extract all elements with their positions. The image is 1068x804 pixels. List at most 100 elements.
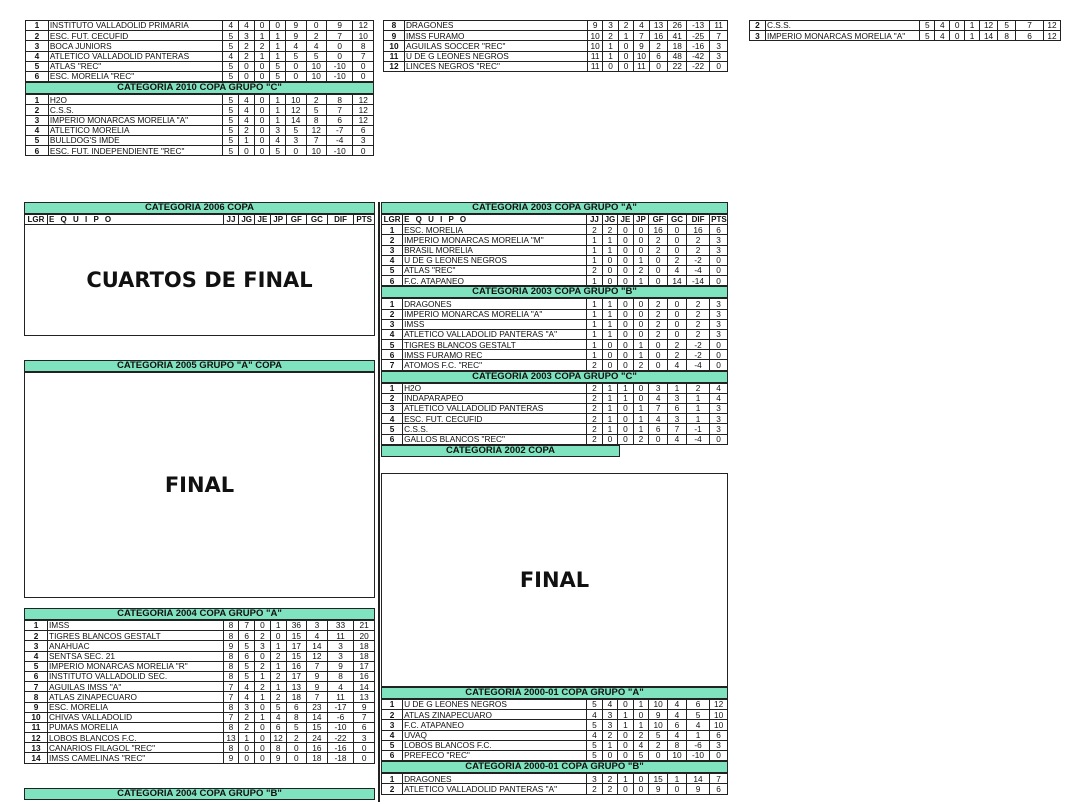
played-cell: 2 (586, 359, 603, 371)
points-cell: 3 (709, 413, 728, 425)
won-cell: 5 (238, 670, 256, 683)
position-cell: 6 (25, 70, 49, 83)
won-cell: 1 (601, 382, 619, 394)
lost-cell: 1 (632, 413, 650, 425)
goal-diff-cell: -10 (685, 749, 711, 762)
goals-against-cell: 12 (305, 124, 327, 136)
goal-diff-cell: -10 (326, 721, 355, 734)
goals-against-cell: 0 (667, 244, 687, 256)
drawn-cell: 0 (949, 19, 966, 32)
played-cell: 1 (586, 254, 603, 266)
team-cell: ATLAS "REC" (47, 60, 224, 72)
played-cell: 1 (586, 349, 603, 361)
won-cell: 5 (238, 660, 256, 672)
goal-diff-cell: 2 (685, 298, 711, 310)
played-cell: 9 (222, 640, 240, 652)
goals-against-cell: 15 (306, 721, 328, 734)
position-cell: 2 (380, 783, 404, 795)
column-header-jg: JG (601, 213, 619, 226)
goals-against-cell: 1 (667, 773, 687, 785)
points-cell: 16 (353, 670, 375, 683)
drawn-cell: 0 (254, 650, 271, 662)
team-cell: U DE G LEONES NEGROS (402, 698, 588, 711)
goals-against-cell: 0 (667, 224, 687, 236)
goals-against-cell: 9 (306, 681, 328, 693)
team-cell: IMSS FURAMO REC (402, 349, 588, 361)
won-cell: 3 (238, 701, 256, 713)
drawn-cell: 0 (617, 349, 634, 361)
won-cell: 1 (602, 40, 619, 52)
points-cell: 11 (709, 19, 728, 32)
won-cell: 0 (601, 749, 619, 762)
goals-for-cell: 16 (285, 660, 308, 672)
goals-for-cell: 4 (648, 413, 669, 425)
points-cell: 3 (709, 402, 728, 415)
points-cell: 9 (353, 701, 375, 713)
drawn-cell: 3 (254, 640, 271, 652)
played-cell: 1 (586, 328, 603, 341)
drawn-cell: 0 (254, 742, 271, 754)
position-cell: 6 (25, 145, 49, 157)
lost-cell: 1 (269, 104, 287, 116)
won-cell: 1 (601, 392, 619, 405)
drawn-cell: 0 (617, 60, 635, 72)
drawn-cell: 0 (617, 729, 634, 741)
points-cell: 0 (709, 359, 728, 371)
position-cell: 1 (25, 19, 49, 32)
played-cell: 1 (586, 318, 603, 330)
lost-cell: 0 (632, 328, 650, 341)
won-cell: 1 (601, 423, 619, 435)
group-title: CATEGORIA 2000-01 COPA GRUPO "B" (381, 761, 728, 774)
lost-cell: 4 (269, 134, 287, 147)
goal-diff-cell: -22 (326, 732, 355, 744)
won-cell: 3 (238, 30, 255, 42)
goals-against-cell: 3 (667, 413, 687, 425)
goal-diff-cell: 11 (326, 630, 355, 642)
points-cell: 3 (709, 40, 728, 52)
group-title: CATEGORIA 2004 COPA GRUPO "B" (24, 788, 375, 800)
played-cell: 5 (222, 40, 240, 52)
position-cell: 9 (383, 30, 405, 42)
goals-for-cell: 5 (648, 729, 669, 741)
goals-against-cell: 14 (306, 640, 328, 652)
played-cell: 5 (222, 60, 240, 72)
cat2005a-panel: FINAL (24, 372, 375, 598)
goal-diff-cell: -14 (685, 275, 711, 287)
played-cell: 2 (586, 783, 603, 795)
points-cell: 3 (709, 308, 728, 320)
goal-diff-cell: -10 (325, 70, 354, 83)
position-cell: 3 (25, 114, 49, 126)
team-cell: ESC. MORELIA (47, 701, 224, 713)
goals-against-cell: 18 (306, 752, 328, 764)
goal-diff-cell: 11 (326, 691, 355, 703)
won-cell: 1 (601, 234, 619, 246)
team-cell: ATOMOS F.C. "REC" (402, 359, 588, 371)
drawn-cell: 0 (617, 298, 634, 310)
goal-diff-cell: 9 (685, 783, 711, 795)
played-cell: 1 (586, 244, 603, 256)
drawn-cell: 0 (617, 402, 634, 415)
lost-cell: 4 (633, 19, 650, 32)
lost-cell: 9 (269, 752, 287, 764)
goal-diff-cell: 7 (325, 30, 354, 42)
goals-for-cell: 14 (285, 114, 307, 126)
goals-against-cell: 10 (667, 749, 687, 762)
played-cell: 5 (586, 719, 603, 731)
played-cell: 5 (586, 698, 603, 711)
goals-for-cell: 0 (648, 749, 669, 762)
goals-for-cell: 12 (979, 19, 999, 32)
position-cell: 1 (380, 298, 404, 310)
played-cell: 13 (222, 732, 240, 744)
points-cell: 12 (709, 698, 728, 711)
column-header-lgr: LGR (380, 213, 404, 226)
played-cell: 11 (586, 50, 604, 62)
